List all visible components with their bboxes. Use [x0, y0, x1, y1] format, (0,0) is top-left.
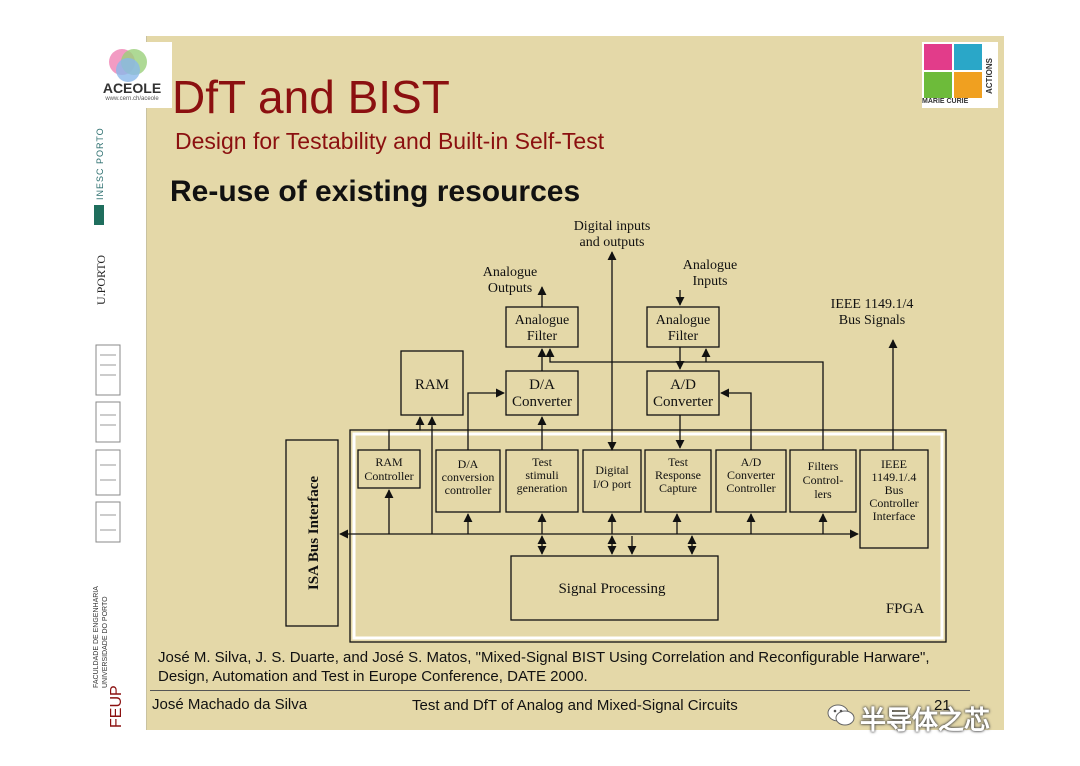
filter1-label-2: Filter [527, 329, 558, 344]
stim-label-2: stimuli [525, 468, 559, 482]
stim-label-1: Test [532, 455, 552, 469]
label-analogue-outputs-2: Outputs [488, 281, 532, 296]
ad-ctrl-label-1: A/D [741, 455, 762, 469]
isa-bus-interface-block [285, 439, 339, 627]
ieee-ctrl-label-5: Interface [873, 509, 916, 523]
ad-ctrl-label-2: Converter [727, 468, 775, 482]
aceole-url: www.cern.ch/aceole [105, 96, 159, 102]
signal-processing-block [510, 555, 719, 621]
section-heading: Re-use of existing resources [170, 175, 581, 208]
ram-label: RAM [415, 377, 449, 393]
resp-label-3: Capture [659, 481, 697, 495]
analogue-filter-2-block [646, 306, 720, 348]
ram-ctrl-label-1: RAM [375, 455, 403, 469]
inesc-logo-mark [94, 205, 104, 225]
filt-ctrl-label-2: Control- [803, 473, 844, 487]
aceole-label: ACEOLE [102, 80, 162, 96]
label-analogue-inputs-1: Analogue [683, 258, 737, 273]
label-digital-io-1: Digital inputs [574, 219, 651, 234]
citation: José M. Silva, J. S. Duarte, and José S.… [158, 648, 968, 686]
label-digital-io-2: and outputs [580, 235, 645, 250]
label-analogue-inputs-2: Inputs [693, 274, 728, 289]
watermark-text: 半导体之芯 [860, 706, 991, 736]
da-ctrl-label-2: conversion [442, 470, 495, 484]
ieee-ctrl-label-2: 1149.1/.4 [872, 470, 917, 484]
fpga-label: FPGA [886, 601, 925, 617]
slide-title: DfT and BIST [172, 71, 450, 123]
fpga-inner-border [352, 432, 944, 640]
da-label-1: D/A [529, 377, 555, 393]
resp-label-2: Response [655, 468, 701, 482]
label-ieee-signals-1: IEEE 1149.1/4 [831, 297, 914, 312]
resp-label-1: Test [668, 455, 688, 469]
ad-label-2: Converter [653, 394, 713, 410]
ad-label-1: A/D [670, 377, 696, 393]
ad-converter-block [646, 370, 720, 416]
stim-label-3: generation [517, 481, 568, 495]
filter2-label-2: Filter [668, 329, 699, 344]
signal-processing-label: Signal Processing [558, 581, 666, 597]
ieee-controller-block [859, 449, 929, 549]
label-ieee-signals-2: Bus Signals [839, 313, 906, 328]
building-illustration [92, 340, 126, 550]
aceole-logo: ACEOLE www.cern.ch/aceole [92, 42, 172, 108]
dio-label-1: Digital [595, 463, 629, 477]
footer-author: José Machado da Silva [152, 696, 308, 713]
institution-sidebar [80, 36, 147, 730]
isa-label: ISA Bus Interface [306, 476, 322, 591]
marie-curie-label: MARIE CURIE [922, 98, 969, 105]
citation-line-1: José M. Silva, J. S. Duarte, and José S.… [158, 649, 930, 666]
slide-background [80, 36, 1004, 730]
ieee-ctrl-label-4: Controller [869, 496, 918, 510]
da-label-2: Converter [512, 394, 572, 410]
test-response-block [644, 449, 712, 513]
footer-divider [150, 690, 970, 691]
filt-ctrl-label-1: Filters [808, 459, 839, 473]
da-ctrl-label-3: controller [445, 483, 492, 497]
footer-course: Test and DfT of Analog and Mixed-Signal … [412, 697, 738, 714]
aceole-circles-icon [109, 49, 147, 82]
citation-line-2: Design, Automation and Test in Europe Co… [158, 668, 588, 685]
wechat-icon [826, 702, 856, 728]
filt-ctrl-label-3: lers [814, 487, 832, 501]
ieee-ctrl-label-3: Bus [885, 483, 904, 497]
filter2-label-1: Analogue [656, 313, 710, 328]
footer-page-number: 21 [934, 697, 951, 714]
dio-label-2: I/O port [593, 477, 632, 491]
label-analogue-outputs-1: Analogue [483, 265, 537, 280]
ad-ctrl-label-3: Controller [726, 481, 775, 495]
filter1-label-1: Analogue [515, 313, 569, 328]
marie-curie-logo: MARIE CURIE ACTIONS [922, 42, 998, 108]
ram-block [400, 350, 464, 416]
ieee-ctrl-label-1: IEEE [881, 457, 907, 471]
da-ctrl-label-1: D/A [458, 457, 479, 471]
slide-subtitle: Design for Testability and Built-in Self… [175, 128, 605, 154]
ram-ctrl-label-2: Controller [364, 469, 413, 483]
